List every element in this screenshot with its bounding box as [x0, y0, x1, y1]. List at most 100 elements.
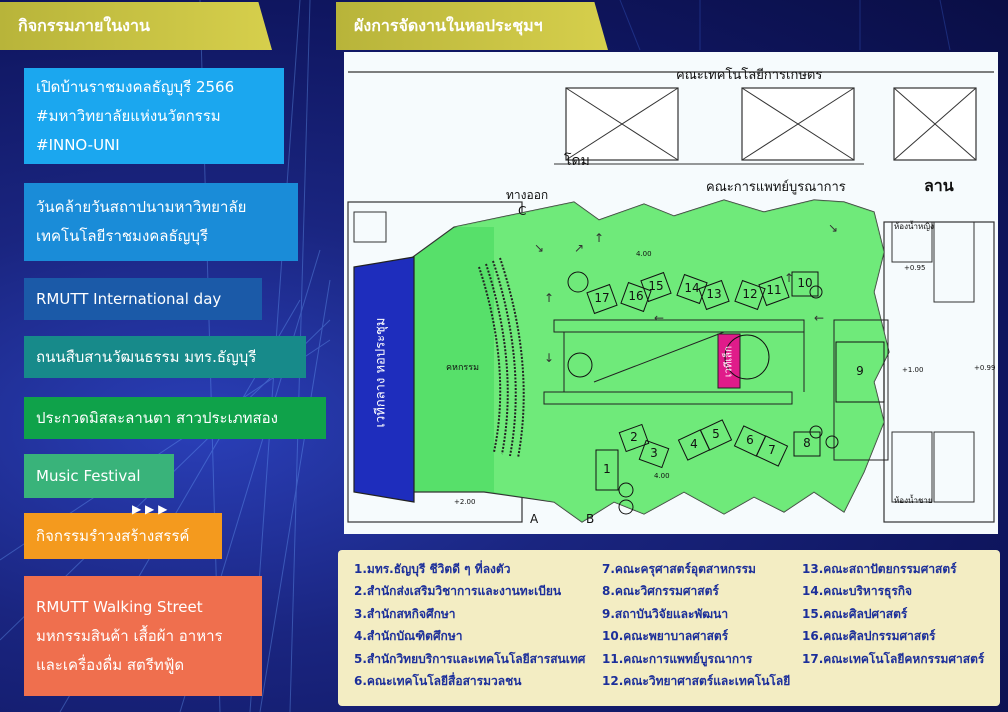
- center-stage-label: เวทีเล็ก: [723, 345, 735, 378]
- gate-a-label: A: [530, 512, 539, 526]
- booth-shape: [791, 271, 819, 297]
- booth-shape: [699, 419, 733, 451]
- activity-line: มหกรรมสินค้า เสื้อผ้า อาหาร: [36, 626, 223, 645]
- activity-line: #มหาวิทยาลัยแห่งนวัตกรรม: [36, 106, 221, 125]
- activity-item: กิจกรรมรำวงสร้างสรรค์: [24, 513, 222, 559]
- booth-shape: [676, 273, 708, 305]
- activity-item: เปิดบ้านราชมงคลธัญบุรี 2566 #มหาวิทยาลัยแ…: [24, 68, 284, 164]
- venue-map: ↑↓ ↑↑ ←← ↘↗ ↘ คณะเทคโนโลยีการเกษตร คณะกา…: [344, 52, 998, 534]
- dim-label: +2.00: [454, 498, 476, 506]
- booth-number: 14: [684, 281, 700, 295]
- booth-number: 1: [603, 462, 611, 476]
- svg-text:↓: ↓: [544, 351, 554, 365]
- activity-item: วันคล้ายวันสถาปนามหาวิทยาลัยเทคโนโลยีราช…: [24, 183, 298, 261]
- booth-number: 11: [766, 283, 782, 297]
- activity-line: กิจกรรมรำวงสร้างสรรค์: [36, 526, 190, 545]
- legend-item: 8.คณะวิศกรรมศาสตร์: [602, 584, 719, 599]
- svg-text:←: ←: [814, 311, 824, 325]
- booth-legend: 1.มทร.ธัญบุรี ชีวิตดี ๆ ที่ลงตัว 2.สำนักส…: [338, 550, 1000, 706]
- booth-number: 12: [742, 287, 758, 301]
- activity-line: วันคล้ายวันสถาปนามหาวิทยาลัย: [36, 198, 247, 216]
- booth-number: 15: [648, 279, 664, 293]
- activity-line: ประกวดมิสละลานตา สาวประเภทสอง: [36, 408, 278, 427]
- decor-arrows: ▶ ▶ ▶: [132, 502, 168, 516]
- booth-number: 9: [856, 364, 864, 378]
- layout-header: ผังการจัดงานในหอประชุมฯ: [336, 2, 608, 50]
- legend-item: 17.คณะเทคโนโลยีคหกรรมศาสตร์: [802, 651, 985, 666]
- booth-number: 4: [690, 437, 698, 451]
- dim-label: +0.99: [974, 364, 996, 372]
- hall-label: คหกรรม: [446, 363, 480, 373]
- svg-text:↑: ↑: [594, 231, 604, 245]
- building-mid-label: คณะการแพทย์บูรณาการ: [706, 180, 846, 195]
- legend-item: 4.สำนักบัณฑิตศึกษา: [354, 629, 463, 644]
- booth-number: 2: [630, 430, 638, 444]
- booth-shape: [620, 281, 652, 313]
- activity-line: RMUTT International day: [36, 289, 222, 308]
- booth-number: 8: [803, 436, 811, 450]
- gate-b-label: B: [586, 512, 595, 526]
- gate-c-label: C: [518, 204, 527, 218]
- legend-column-1: 1.มทร.ธัญบุรี ชีวิตดี ๆ ที่ลงตัว 2.สำนักส…: [354, 558, 585, 692]
- legend-item: 7.คณะครุศาสตร์อุตสาหกรรม: [602, 562, 756, 576]
- booth-shape: [755, 435, 789, 467]
- svg-text:↘: ↘: [534, 241, 544, 255]
- legend-item: 14.คณะบริหารธุรกิจ: [802, 584, 913, 599]
- dim-label: 4.00: [636, 250, 652, 258]
- svg-text:↑: ↑: [544, 291, 554, 305]
- booth-shape: [793, 431, 821, 457]
- booth-number: 5: [712, 427, 720, 441]
- legend-item: 13.คณะสถาปัตยกรรมศาสตร์: [802, 562, 957, 576]
- activity-line: RMUTT Walking Street: [36, 597, 203, 616]
- main-stage-label: เวทีกลาง หอประชุม: [373, 317, 389, 428]
- wc-male-label: ห้องน้ำชาย: [894, 496, 933, 505]
- svg-text:↑: ↑: [784, 271, 794, 285]
- activity-line: เทคโนโลยีราชมงคลธัญบุรี: [36, 227, 209, 245]
- activity-item: ประกวดมิสละลานตา สาวประเภทสอง: [24, 397, 326, 439]
- dome-label: โดม: [564, 153, 590, 169]
- activity-line: และเครื่องดื่ม สตรีทฟู้ด: [36, 655, 185, 674]
- booth-shape: [595, 449, 619, 491]
- booth-number: 17: [594, 291, 610, 305]
- dim-label: 4.00: [654, 472, 670, 480]
- venue-map-drawing: ↑↓ ↑↑ ←← ↘↗ ↘: [347, 71, 995, 523]
- legend-item: 15.คณะศิลปศาสตร์: [802, 606, 908, 621]
- legend-column-3: 13.คณะสถาปัตยกรรมศาสตร์ 14.คณะบริหารธุรกิ…: [802, 558, 984, 670]
- wc-female-label: ห้องน้ำหญิง: [894, 222, 934, 231]
- booth-number: 16: [628, 289, 644, 303]
- legend-item: 2.สำนักส่งเสริมวิชาการและงานทะเบียน: [354, 584, 562, 599]
- activity-item: RMUTT Walking Street มหกรรมสินค้า เสื้อผ้…: [24, 576, 262, 696]
- activity-line: Music Festival: [36, 466, 141, 485]
- legend-column-2: 7.คณะครุศาสตร์อุตสาหกรรม 8.คณะวิศกรรมศาสต…: [602, 558, 790, 692]
- legend-item: 5.สำนักวิทยบริการและเทคโนโลยีสารสนเทศ: [354, 651, 586, 666]
- building-top-label: คณะเทคโนโลยีการเกษตร: [676, 68, 823, 83]
- activity-line: #INNO-UNI: [36, 135, 120, 154]
- booth-number: 10: [797, 276, 813, 290]
- svg-text:←: ←: [654, 311, 664, 325]
- activities-header: กิจกรรมภายในงาน: [0, 2, 272, 50]
- activity-item: RMUTT International day: [24, 278, 262, 320]
- legend-item: 1.มทร.ธัญบุรี ชีวิตดี ๆ ที่ลงตัว: [354, 562, 511, 576]
- svg-text:↗: ↗: [574, 241, 584, 255]
- booth-number: 13: [706, 287, 722, 301]
- legend-item: 12.คณะวิทยาศาสตร์และเทคโนโลยี: [602, 674, 791, 689]
- booth-shape: [618, 423, 650, 453]
- activity-item: ถนนสืบสานวัฒนธรรม มทร.ธัญบุรี: [24, 336, 306, 378]
- activity-item: Music Festival: [24, 454, 174, 498]
- lan-label: ลาน: [924, 176, 954, 195]
- exit-label: ทางออก: [506, 188, 549, 202]
- booth-shape: [835, 341, 885, 403]
- booth-number: 7: [768, 443, 776, 457]
- legend-item: 16.คณะศิลปกรรมศาสตร์: [802, 629, 936, 644]
- legend-item: 9.สถาบันวิจัยและพัฒนา: [602, 606, 729, 621]
- booth-shape: [638, 439, 670, 469]
- activity-line: เปิดบ้านราชมงคลธัญบุรี 2566: [36, 77, 235, 96]
- booth-shape: [640, 271, 672, 303]
- activity-line: ถนนสืบสานวัฒนธรรม มทร.ธัญบุรี: [36, 347, 257, 366]
- booth-shape: [698, 279, 730, 311]
- legend-item: 10.คณะพยาบาลศาสตร์: [602, 629, 729, 644]
- dim-label: +0.95: [904, 264, 926, 272]
- dim-label: +1.00: [902, 366, 924, 374]
- legend-item: 11.คณะการแพทย์บูรณาการ: [602, 651, 753, 666]
- booth-number: 6: [746, 433, 754, 447]
